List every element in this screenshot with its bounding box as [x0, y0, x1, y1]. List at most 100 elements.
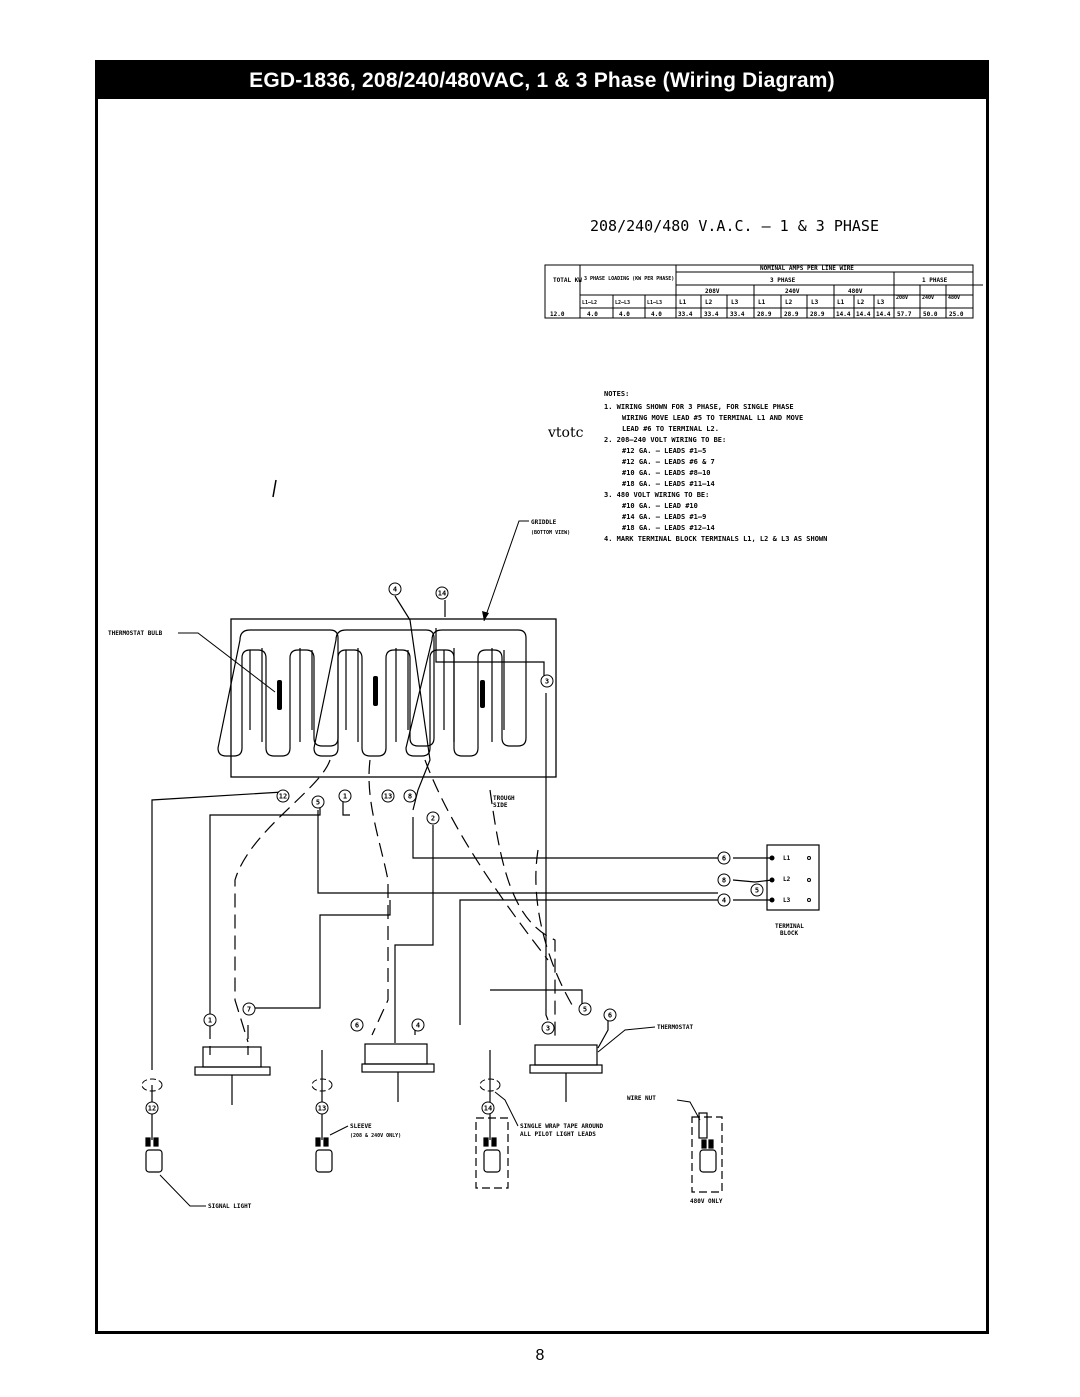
- lead-number: 5: [583, 1006, 587, 1014]
- terminal-block: L1 L2 L3 TERMINAL BLOCK: [766, 844, 820, 937]
- table-header-208v: 208V: [705, 288, 720, 295]
- note-line: #14 GA. – LEADS #1–9: [622, 513, 706, 521]
- table-cell: 4.0: [651, 311, 662, 318]
- page-number: 8: [535, 1347, 545, 1364]
- lead-marker-circle: [203, 1013, 217, 1027]
- lead-marker-circle: [388, 582, 402, 596]
- lead-marker-circle: [750, 883, 764, 897]
- lead-marker-circle: [311, 795, 325, 809]
- lead-marker-circle: [426, 811, 440, 825]
- lead-number: 4: [416, 1022, 420, 1030]
- terminal-block-label-2: BLOCK: [780, 930, 798, 937]
- tape-label: SINGLE WRAP TAPE AROUND ALL PILOT LIGHT …: [494, 1091, 603, 1138]
- table-col-line: L2: [785, 299, 793, 306]
- thermostat-label: THERMOSTAT: [597, 1024, 694, 1053]
- lead-number: 8: [722, 877, 726, 885]
- trough-side-label: TROUGH: [493, 795, 515, 802]
- note-line: #18 GA. – LEADS #12–14: [622, 524, 715, 532]
- sleeve-sub-label: (208 & 240V ONLY): [350, 1133, 401, 1139]
- note-line: 3. 480 VOLT WIRING TO BE:: [604, 491, 709, 499]
- table-col-line: L2: [857, 299, 865, 306]
- table-header-240v: 240V: [785, 288, 800, 295]
- wiring-dashed: [209, 759, 576, 1055]
- diagram-heading: 208/240/480 V.A.C. – 1 & 3 PHASE: [590, 217, 879, 235]
- table-header-3phase: 3 PHASE: [770, 277, 796, 284]
- lead-number: 14: [438, 590, 446, 598]
- lead-marker-circle: [403, 789, 417, 803]
- note-line: #18 GA. – LEADS #11–14: [622, 480, 715, 488]
- thermostat-bulb-label: THERMOSTAT BULB: [108, 630, 276, 693]
- griddle-label-text: GRIDDLE: [531, 519, 557, 526]
- table-cell: 33.4: [678, 311, 693, 318]
- page-title: EGD-1836, 208/240/480VAC, 1 & 3 Phase (W…: [98, 63, 986, 99]
- lead-marker-circle: [717, 851, 731, 865]
- wire-nut-480v: [676, 1099, 723, 1193]
- note-line: #12 GA. – LEADS #1–5: [622, 447, 706, 455]
- lead-marker-circle: [338, 789, 352, 803]
- table-header-3phase-loading: 3 PHASE LOADING (KW PER PHASE): [584, 276, 674, 282]
- griddle-sub-label: (BOTTOM VIEW): [531, 530, 570, 536]
- table-col-line: L2: [705, 299, 713, 306]
- lead-number: 13: [318, 1105, 326, 1113]
- table-cell: 33.4: [730, 311, 745, 318]
- table-cell: 57.7: [897, 311, 912, 318]
- lead-number: 7: [247, 1006, 251, 1014]
- lead-number: 4: [722, 897, 726, 905]
- lead-number: 5: [316, 799, 320, 807]
- heating-elements: [217, 629, 527, 757]
- table-header-total: TOTAL KW: [553, 277, 582, 284]
- thermostats: [194, 1043, 603, 1105]
- note-line: 4. MARK TERMINAL BLOCK TERMINALS L1, L2 …: [604, 535, 827, 543]
- lead-marker-circle: [717, 893, 731, 907]
- lead-number: 3: [545, 678, 549, 686]
- table-col-loading: L1–L2: [582, 300, 597, 306]
- griddle-plate: [230, 618, 557, 778]
- lead-number: 13: [384, 793, 392, 801]
- table-col-line: L1: [758, 299, 766, 306]
- lead-marker-circle: [381, 789, 395, 803]
- thermostat-bulb-label-text: THERMOSTAT BULB: [108, 630, 163, 637]
- lead-marker-circle: [315, 1101, 329, 1115]
- lead-number: 3: [546, 1025, 550, 1033]
- lead-marker-circle: [350, 1018, 364, 1032]
- 480v-only-label: 480V ONLY: [690, 1198, 723, 1205]
- trough-side-label-2: SIDE: [493, 802, 508, 809]
- table-col-1phase: 208V: [896, 295, 908, 301]
- wiring-solid: [151, 595, 773, 1140]
- table-col-line: L1: [837, 299, 845, 306]
- tape-label-text: SINGLE WRAP TAPE AROUND: [520, 1123, 603, 1130]
- table-cell: 28.9: [810, 311, 825, 318]
- lead-marker-circle: [578, 1002, 592, 1016]
- stray-mark: [272, 479, 277, 498]
- table-col-1phase: 480V: [948, 295, 960, 301]
- lead-marker-circle: [242, 1002, 256, 1016]
- note-line: #12 GA. – LEADS #6 & 7: [622, 458, 715, 466]
- note-line: #10 GA. – LEADS #8–10: [622, 469, 711, 477]
- lead-marker-circle: [540, 674, 554, 688]
- lead-number: 12: [279, 793, 287, 801]
- lead-number: 12: [148, 1105, 156, 1113]
- table-col-1phase: 240V: [922, 295, 934, 301]
- lead-number: 1: [343, 793, 347, 801]
- table-cell: 12.0: [550, 311, 565, 318]
- lead-number: 2: [431, 815, 435, 823]
- lead-marker-circle: [717, 873, 731, 887]
- table-cell: 50.0: [923, 311, 938, 318]
- table-cell: 14.4: [876, 311, 891, 318]
- thermostat-bulbs: [277, 676, 485, 710]
- table-cell: 4.0: [587, 311, 598, 318]
- table-col-line: L3: [877, 299, 885, 306]
- lead-marker-circle: [481, 1101, 495, 1115]
- terminal-block-label: TERMINAL: [775, 923, 804, 930]
- note-line: #10 GA. – LEAD #10: [622, 502, 698, 510]
- table-col-loading: L2–L3: [615, 300, 630, 306]
- notes: NOTES: 1. WIRING SHOWN FOR 3 PHASE, FOR …: [604, 390, 827, 543]
- table-col-line: L3: [811, 299, 819, 306]
- signal-light-label: SIGNAL LIGHT: [159, 1174, 252, 1210]
- terminal-l1: L1: [783, 855, 791, 862]
- terminal-l2: L2: [783, 876, 791, 883]
- lead-marker-circle: [541, 1021, 555, 1035]
- lead-marker-circle: [145, 1101, 159, 1115]
